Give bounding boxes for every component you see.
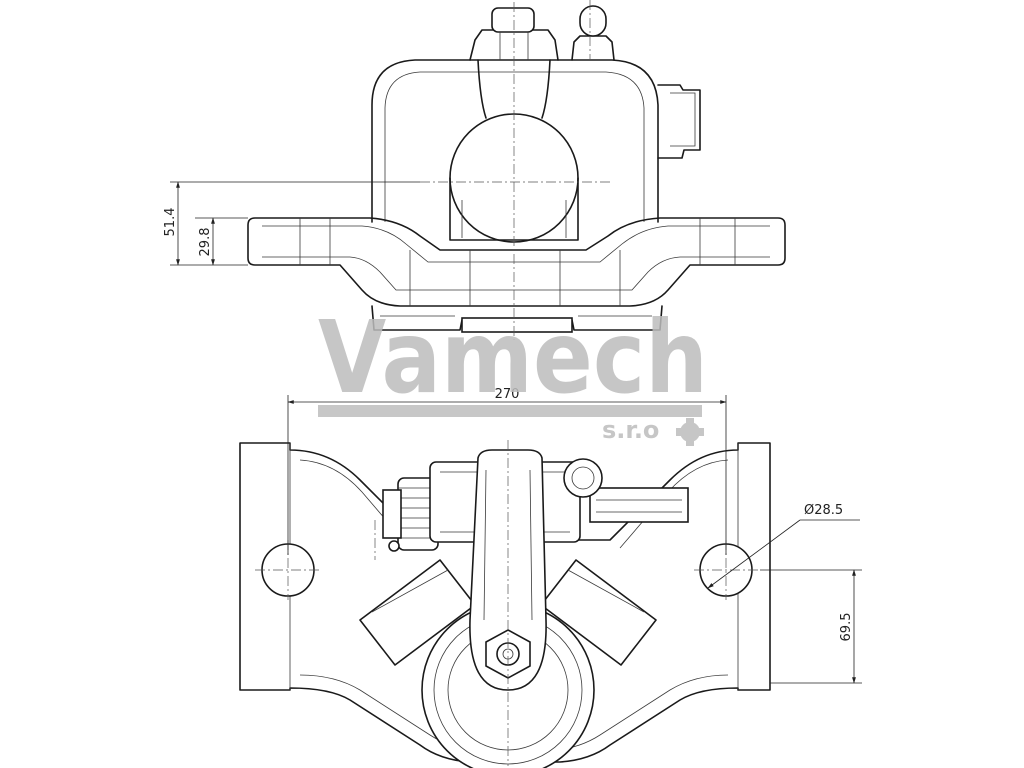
plan-view — [239, 440, 771, 768]
watermark-logo: Vamech s.r.o — [318, 299, 708, 446]
dim-width: 270 — [495, 387, 520, 402]
watermark-suffix: s.r.o — [602, 416, 659, 444]
side-view-dimensions: 51.4 29.8 — [163, 181, 420, 266]
dim-height-flange: 29.8 — [198, 228, 213, 257]
dim-bore-offset: 69.5 — [839, 613, 854, 642]
dim-bore-diameter: Ø28.5 — [804, 503, 843, 518]
dim-height-top: 51.4 — [163, 208, 178, 237]
watermark-brand: Vamech — [318, 299, 708, 416]
gear-icon — [676, 418, 704, 446]
plan-view-dimensions: 270 Ø28.5 69.5 — [287, 387, 862, 684]
side-view — [247, 0, 786, 340]
